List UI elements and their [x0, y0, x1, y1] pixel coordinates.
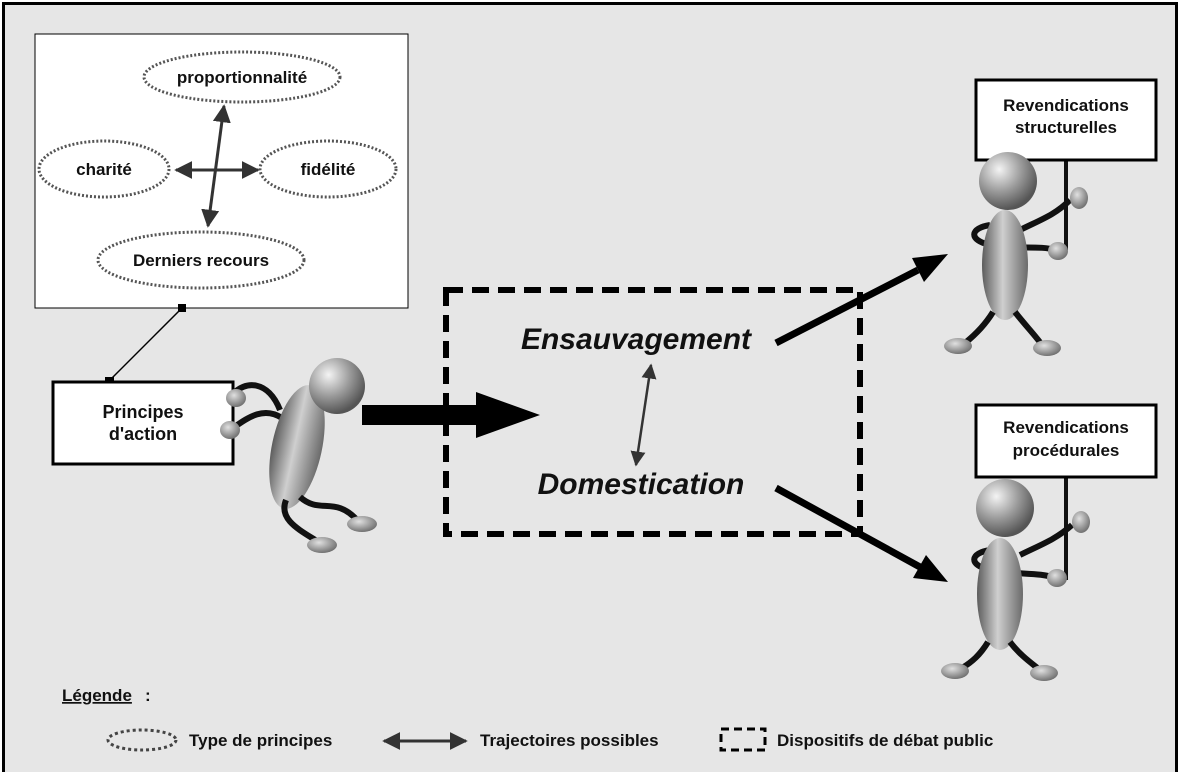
- sign-board: [974, 78, 1158, 162]
- legend-dotted-ellipse-icon: [106, 728, 178, 752]
- sign-label-line1: Revendications: [1003, 96, 1129, 115]
- domestication-label: Domestication: [538, 468, 745, 501]
- legend-dashed-box-icon: [719, 727, 767, 752]
- sign-board: [974, 403, 1158, 479]
- legend: Légende : Type de principes Trajectoires…: [62, 686, 993, 752]
- protester-figure-structurelles: Revendications structurelles: [944, 78, 1158, 356]
- legend-trajectoires-label: Trajectoires possibles: [480, 731, 659, 750]
- ensauvagement-label: Ensauvagement: [521, 323, 753, 356]
- protester-figure-procedurales: Revendications procédurales: [941, 403, 1158, 681]
- principes-label-line1: Principes: [102, 402, 183, 422]
- arrow-to-structurelles: [774, 254, 948, 347]
- principes-label-line2: d'action: [109, 424, 177, 444]
- running-figure: [220, 358, 377, 553]
- trajectory-arrow-center: [630, 363, 657, 467]
- main-arrow: [362, 392, 540, 438]
- legend-item-type-principes: Type de principes: [106, 728, 332, 752]
- principle-derniers-recours: Derniers recours: [96, 230, 306, 290]
- principle-label: Derniers recours: [133, 251, 269, 270]
- principle-label: fidélité: [301, 160, 356, 179]
- principles-inset: proportionnalité charité fidélité Dernie…: [34, 33, 409, 309]
- arrow-to-procedurales: [774, 484, 948, 582]
- sign-label-line2: procédurales: [1013, 441, 1120, 460]
- legend-type-principes-label: Type de principes: [189, 731, 332, 750]
- legend-title: Légende: [62, 686, 132, 705]
- principle-proportionnalite: proportionnalité: [142, 50, 342, 104]
- trajectory-arrow-vertical: [201, 104, 231, 228]
- principle-label: charité: [76, 160, 132, 179]
- inset-connector: [105, 304, 186, 386]
- legend-dispositifs-label: Dispositifs de débat public: [777, 731, 993, 750]
- legend-item-dispositifs: Dispositifs de débat public: [719, 727, 993, 752]
- legend-item-trajectoires: Trajectoires possibles: [382, 731, 659, 750]
- principes-action-box: Principes d'action: [51, 380, 235, 466]
- dispositif-box: [443, 287, 863, 537]
- principle-charite: charité: [37, 139, 171, 199]
- principle-fidelite: fidélité: [258, 139, 398, 199]
- sign-label-line1: Revendications: [1003, 418, 1129, 437]
- sign-label-line2: structurelles: [1015, 118, 1117, 137]
- principle-label: proportionnalité: [177, 68, 307, 87]
- legend-colon: :: [145, 686, 151, 705]
